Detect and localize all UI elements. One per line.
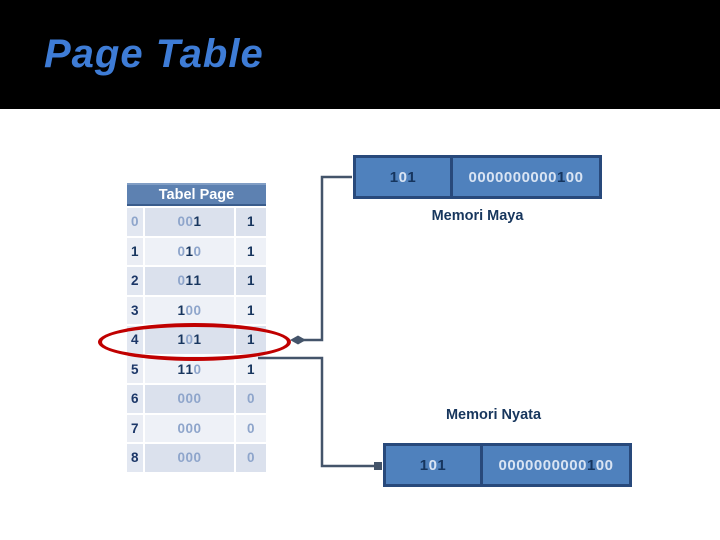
page-table-index-cell: 8 [127, 444, 143, 472]
page-table-valid-cell: 0 [236, 414, 266, 442]
page-table-index-cell: 7 [127, 414, 143, 442]
page-table-valid-cell: 1 [236, 208, 266, 236]
connector-to-virtual-memory [293, 175, 352, 342]
connector-start-diamond-icon [290, 335, 306, 345]
highlight-ellipse [98, 323, 291, 361]
page-table-index-cell: 6 [127, 385, 143, 413]
page-table-valid-cell: 1 [236, 237, 266, 265]
real-box-divider [480, 446, 483, 484]
page-table-valid-cell: 1 [236, 355, 266, 383]
slide-title: Page Table [44, 32, 264, 76]
title-bar: Page Table [0, 0, 720, 109]
page-table-index-cell: 0 [127, 208, 143, 236]
page-table-valid-cell: 0 [236, 385, 266, 413]
page-table-valid-cell: 0 [236, 444, 266, 472]
page-table-index-cell: 5 [127, 355, 143, 383]
connector-to-real-memory [258, 356, 378, 468]
page-table-valid-cell: 1 [236, 267, 266, 295]
page-table-index-cell: 1 [127, 237, 143, 265]
page-table-valid-cell: 1 [236, 296, 266, 324]
page-table-header: Tabel Page [127, 183, 266, 206]
connector-end-dot-icon [374, 462, 382, 470]
page-table-index-cell: 2 [127, 267, 143, 295]
real-memory-label: Memori Nyata [445, 407, 542, 423]
virtual-box-divider [450, 158, 453, 196]
page-table-index-cell: 3 [127, 296, 143, 324]
virtual-memory-label: Memori Maya [431, 208, 524, 224]
